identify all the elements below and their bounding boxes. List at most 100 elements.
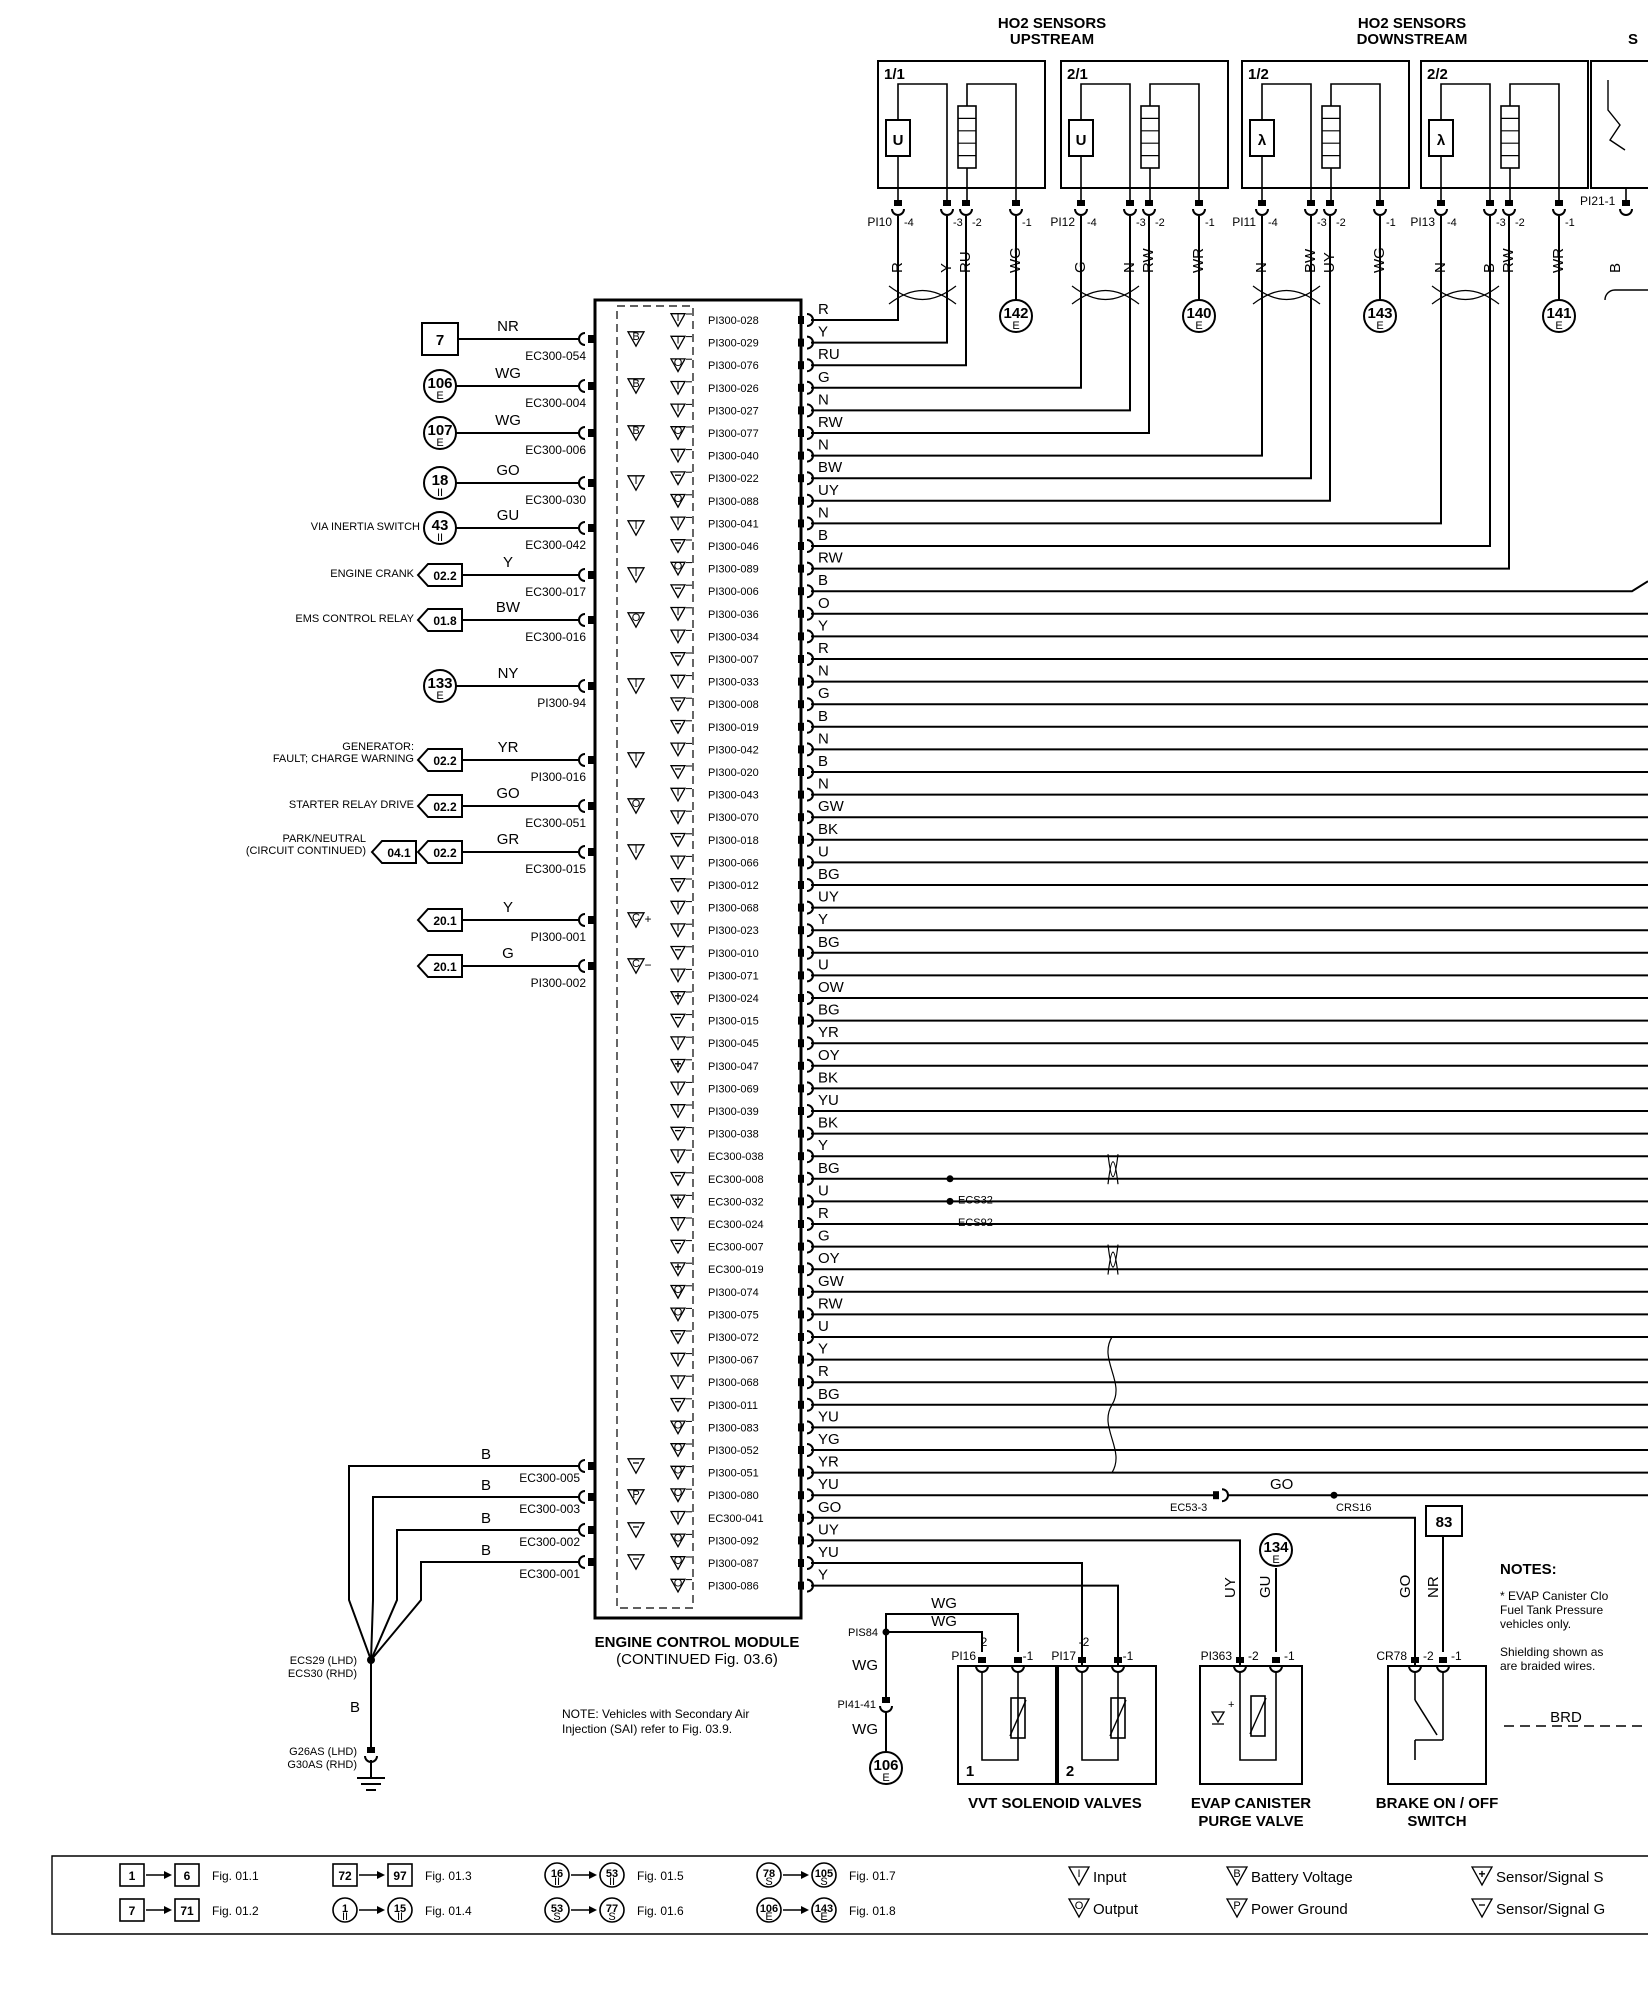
ecm-pin-id: PI300-043: [708, 790, 759, 802]
pin-body: [1486, 200, 1494, 206]
ecm-pin-id: PI300-070: [708, 812, 759, 824]
io-symbol-i: I: [669, 448, 687, 464]
legend-symbol-label: Sensor/Signal G: [1496, 1901, 1605, 1918]
harness-wire-color: Y: [818, 1341, 828, 1358]
io-triangle: [669, 968, 687, 984]
fig-ref-figure: Fig. 01.4: [425, 1904, 472, 1918]
io-symbol-o: O: [669, 561, 687, 577]
io-triangle: [669, 335, 687, 351]
io-triangle: [669, 1149, 687, 1164]
legend-frame: [51, 1855, 1648, 1935]
harness-wire: [811, 1562, 1083, 1666]
pin-body: [367, 1747, 375, 1753]
ref-arrow-label: 02.2: [433, 800, 457, 814]
heater-icon: [957, 105, 977, 169]
sensor-internal-wire: [1149, 83, 1200, 205]
pin-body: [1376, 200, 1384, 206]
sensor-pin: [1123, 200, 1137, 216]
twist-curve: [1107, 1244, 1119, 1268]
resistor-slash: [1109, 1699, 1127, 1737]
io-triangle: [1225, 1866, 1249, 1887]
harness-wire-color: BK: [818, 1069, 838, 1086]
ecm-pin-id: EC300-008: [708, 1174, 764, 1186]
io-triangle: [669, 923, 687, 938]
pin-cup: [1142, 208, 1156, 216]
pin-body: [798, 1016, 804, 1025]
connector-label: EC53-3: [1170, 1502, 1207, 1514]
pin-body: [798, 1039, 804, 1048]
io-triangle: [669, 1397, 687, 1413]
io-triangle: [669, 855, 687, 871]
ref-circle-outline: [1182, 299, 1216, 333]
harness-wire: [811, 1516, 1416, 1666]
io-symbol-i: I: [669, 1374, 687, 1390]
fig-ref-figure: Fig. 01.7: [849, 1869, 896, 1883]
io-triangle: [669, 1307, 687, 1323]
legend-symbol-label: Sensor/Signal S: [1496, 1869, 1604, 1886]
pin-body: [798, 609, 804, 618]
harness-wire: [811, 580, 1648, 593]
ecm-pin-connector: [578, 1459, 594, 1473]
fig-ref-to: [387, 1897, 413, 1923]
splice-label: CRS16: [1336, 1502, 1371, 1514]
connection-description: VIA INERTIA SWITCH: [311, 521, 420, 533]
notes-line: are braided wires.: [1500, 1659, 1595, 1673]
heater-body: [957, 105, 977, 169]
io-letter: I: [676, 674, 679, 686]
sensor-5-title-fragment: S: [1628, 31, 1638, 48]
harness-wire-color: U: [818, 956, 829, 973]
valve-internal-wire: [1081, 1672, 1119, 1761]
pin-body: [588, 382, 594, 390]
pin-body: [588, 616, 594, 624]
io-symbol-sn: [626, 1458, 646, 1475]
harness-wire-color: YU: [818, 1476, 839, 1493]
pin-body: [798, 1174, 804, 1183]
fig-ref-figure: Fig. 01.3: [425, 1869, 472, 1883]
io-triangle: [626, 678, 646, 695]
fig-ref-from: [119, 1863, 145, 1887]
harness-wire-color: GU: [1257, 1576, 1274, 1599]
io-letter: I: [634, 752, 637, 764]
io-letter: I: [676, 900, 679, 912]
harness-wire-color: U: [818, 843, 829, 860]
io-letter: O: [674, 1555, 683, 1567]
fig-ref-from-label: 1: [129, 1869, 136, 1883]
harness-wire-color: GR: [497, 831, 520, 848]
twisted-pair-icon: [888, 285, 957, 305]
pin-cup: [1074, 208, 1088, 216]
pin-body: [798, 1061, 804, 1070]
pin-body: [798, 1084, 804, 1093]
ecm-pin-connector: [578, 521, 594, 535]
harness-wire: [811, 216, 1491, 547]
fig-ref-to-label: 6: [184, 1869, 191, 1883]
io-letter: O: [674, 493, 683, 505]
harness-wire-color: B: [818, 572, 828, 589]
ref-arrow-01.8: 01.8: [416, 608, 463, 632]
harness-wire-color: GO: [1270, 1476, 1293, 1493]
arrow-right-icon: [801, 1871, 809, 1879]
pin-body: [798, 1446, 804, 1454]
ecm-pin-id: PI300-010: [708, 948, 759, 960]
io-symbol-i: I: [669, 1103, 687, 1119]
twist-curve: [1107, 1251, 1119, 1275]
pin-body: [798, 1581, 804, 1590]
sensor-connector-label: PI12: [1050, 215, 1075, 229]
harness-wire: [886, 1631, 983, 1652]
io-letter: P: [632, 1489, 639, 1501]
harness-wire: [811, 216, 1150, 434]
io-letter: I: [676, 380, 679, 392]
ecm-pin-id: EC300-005: [519, 1471, 580, 1485]
ecm-title: ENGINE CONTROL MODULE: [595, 1634, 800, 1651]
ecm-pin-id: PI300-029: [708, 338, 759, 350]
vvt-valve-2-housing: [1057, 1665, 1157, 1785]
ref-circle-number: 106: [873, 1757, 898, 1774]
arrow-right-icon: [377, 1906, 385, 1914]
io-plus: +: [1478, 1867, 1485, 1881]
ho2-downstream-title: DOWNSTREAM: [1357, 31, 1468, 48]
